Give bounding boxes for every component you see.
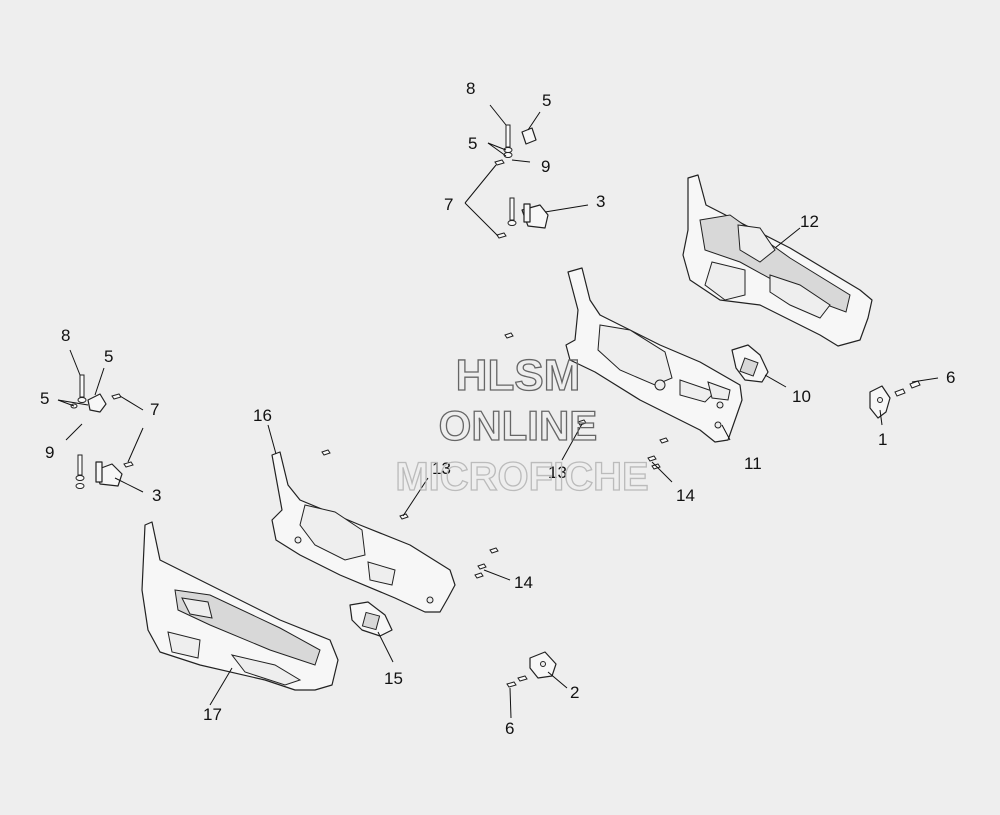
part-15-latch[interactable] [349, 601, 393, 637]
part-6-screws-lower[interactable] [506, 675, 528, 688]
callout-8-upper: 8 [466, 79, 475, 98]
callout-17: 17 [203, 705, 222, 724]
part-2-hinge[interactable] [529, 651, 557, 679]
part-11-door-frame[interactable] [565, 267, 743, 443]
part-16-door-frame[interactable] [271, 451, 456, 613]
callout-9-upper: 9 [541, 157, 550, 176]
callout-11: 11 [744, 454, 762, 473]
callout-13-right: 13 [548, 463, 567, 482]
watermark-line1: HLSM [456, 351, 581, 400]
callout-7-left: 7 [150, 400, 159, 419]
hinge-hardware-left[interactable] [70, 374, 134, 489]
callout-3-upper: 3 [596, 192, 605, 211]
callout-3-left: 3 [152, 486, 161, 505]
callout-12: 12 [800, 212, 819, 231]
callout-labels: 8 5 5 9 7 3 12 6 10 1 11 13 14 8 5 5 7 9… [40, 79, 955, 738]
part-17-door-panel[interactable] [141, 521, 339, 691]
callout-14-left: 14 [514, 573, 533, 592]
callout-14-right: 14 [676, 486, 695, 505]
callout-2: 2 [570, 683, 579, 702]
hinge-hardware-upper[interactable] [494, 124, 549, 239]
callout-13-left: 13 [432, 459, 451, 478]
callout-9-left: 9 [45, 443, 54, 462]
callout-16: 16 [253, 406, 272, 425]
callout-10: 10 [792, 387, 811, 406]
callout-4-left: 5 [104, 347, 113, 366]
watermark-line3: MICROFICHE [395, 455, 648, 499]
fasteners-13-14[interactable] [321, 332, 669, 579]
callout-8-left: 8 [61, 326, 70, 345]
part-10-latch[interactable] [731, 344, 769, 383]
callout-6-right: 6 [946, 368, 955, 387]
callout-5-upper: 5 [468, 134, 477, 153]
callout-6-bottom: 6 [505, 719, 514, 738]
watermark-line2: ONLINE [439, 402, 598, 449]
part-1-hinge[interactable] [869, 385, 891, 419]
callout-1: 1 [878, 430, 887, 449]
watermark: HLSM ONLINE MICROFICHE [395, 350, 650, 499]
part-6-screws-upper[interactable] [894, 380, 921, 397]
callout-5-left: 5 [40, 389, 49, 408]
leader-lines [57, 104, 939, 719]
callout-4-upper: 5 [542, 91, 551, 110]
callout-15: 15 [384, 669, 403, 688]
callout-7-upper: 7 [444, 195, 453, 214]
part-12-door-panel[interactable] [682, 174, 873, 347]
